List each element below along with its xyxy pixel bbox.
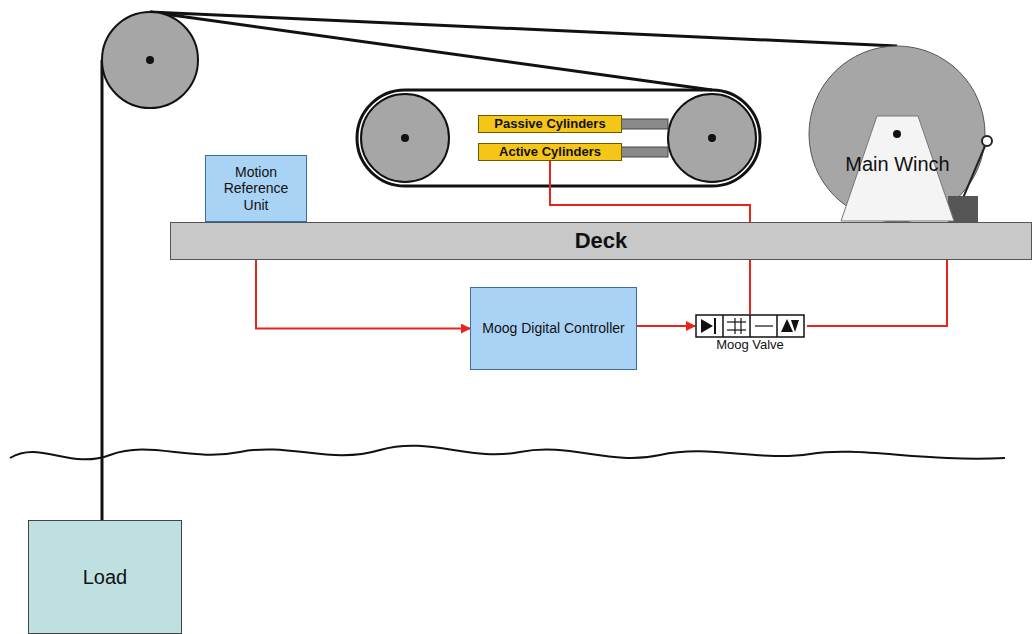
cylinder-rod xyxy=(620,147,668,157)
compensator-sheave xyxy=(668,94,756,182)
deck-band: Deck xyxy=(170,222,1032,260)
winch-lever-knob xyxy=(982,136,992,146)
sheave xyxy=(102,12,198,108)
load-box: Load xyxy=(28,520,182,634)
compensator-sheave xyxy=(361,94,449,182)
sheave-axle xyxy=(401,134,409,142)
servo-valve: Moog Valve xyxy=(688,312,812,360)
node-label: Main Winch xyxy=(845,153,949,176)
node-label: Passive Cylinders xyxy=(494,117,605,132)
sea-surface xyxy=(10,446,1005,460)
winch-housing: Main Winch xyxy=(840,115,955,222)
cylinder-box: Passive Cylinders xyxy=(478,115,622,133)
node-label: Load xyxy=(83,566,128,589)
valve-symbol xyxy=(695,314,805,338)
controller-box: Moog Digital Controller xyxy=(470,287,637,370)
node-label: Deck xyxy=(575,228,628,253)
signal-line xyxy=(637,325,695,327)
node-label: Moog Digital Controller xyxy=(482,320,624,336)
compensator-belt xyxy=(357,90,760,186)
node-label: Moog Valve xyxy=(716,338,784,353)
sheave-axle xyxy=(708,134,716,142)
winch-drum xyxy=(809,46,985,222)
cylinder-rod xyxy=(620,119,668,129)
node-label: Motion Reference Unit xyxy=(210,164,302,212)
winch-lever xyxy=(963,146,985,198)
node-label: Active Cylinders xyxy=(499,145,601,160)
sensor-box: Motion Reference Unit xyxy=(205,155,307,222)
hoist-rope xyxy=(101,60,104,522)
sheave-axle xyxy=(146,56,154,64)
cylinder-box: Active Cylinders xyxy=(478,143,622,161)
hoist-rope xyxy=(150,12,712,90)
